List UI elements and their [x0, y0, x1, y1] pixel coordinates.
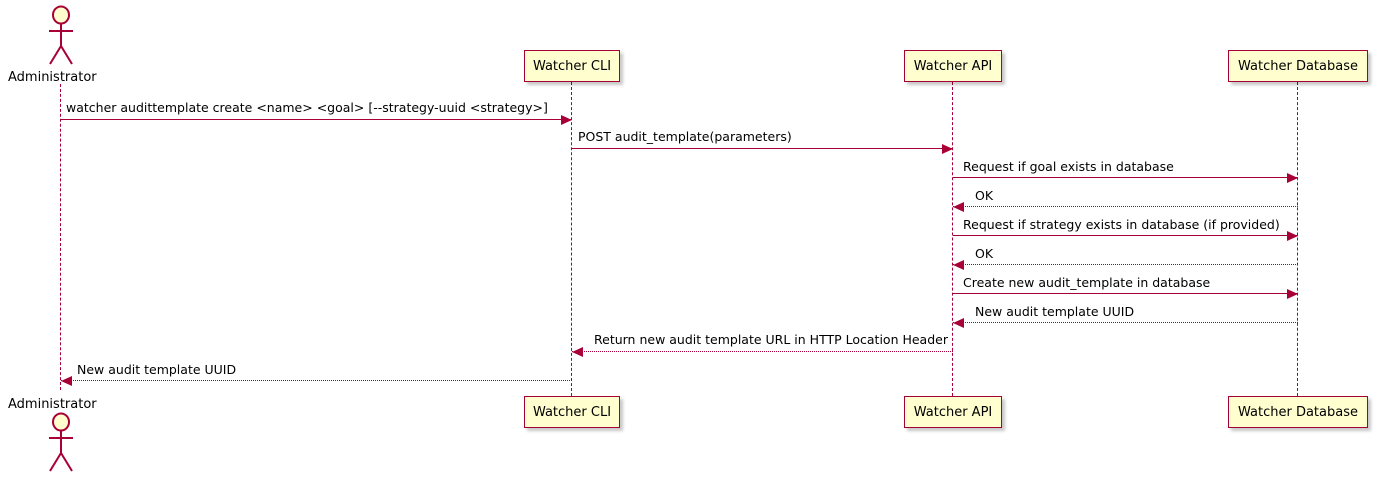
message-label-6: OK — [975, 246, 994, 261]
actor-label-top-administrator: Administrator — [8, 70, 97, 85]
message-line-9 — [572, 351, 953, 352]
message-label-8: New audit template UUID — [975, 304, 1135, 319]
message-label-9: Return new audit template URL in HTTP Lo… — [594, 332, 948, 347]
lifeline-watcher-cli — [571, 82, 572, 396]
message-arrowhead-9 — [572, 346, 583, 357]
message-label-2: POST audit_template(parameters) — [578, 129, 792, 144]
message-line-7 — [953, 293, 1298, 294]
message-line-4 — [953, 206, 1298, 207]
message-line-5 — [953, 235, 1298, 236]
message-line-6 — [953, 264, 1298, 265]
message-arrowhead-1 — [561, 114, 572, 125]
message-line-8 — [953, 322, 1298, 323]
actor-figure-top-administrator — [40, 5, 82, 71]
lifeline-watcher-api — [952, 82, 953, 396]
participant-box-bottom-watcher-database[interactable]: Watcher Database — [1228, 396, 1368, 428]
message-arrowhead-10 — [61, 375, 72, 386]
message-arrowhead-5 — [1287, 230, 1298, 241]
message-arrowhead-6 — [953, 259, 964, 270]
message-label-10: New audit template UUID — [77, 362, 237, 377]
participant-box-top-watcher-api[interactable]: Watcher API — [904, 50, 1002, 82]
actor-figure-bottom-administrator — [40, 412, 82, 478]
participant-box-top-watcher-cli[interactable]: Watcher CLI — [524, 50, 620, 82]
message-arrowhead-7 — [1287, 288, 1298, 299]
message-label-4: OK — [975, 188, 994, 203]
message-line-2 — [572, 148, 953, 149]
actor-label-bottom-administrator: Administrator — [8, 397, 97, 412]
message-label-1: watcher audittemplate create <name> <goa… — [66, 100, 548, 115]
participant-box-bottom-watcher-cli[interactable]: Watcher CLI — [524, 396, 620, 428]
message-arrowhead-8 — [953, 317, 964, 328]
participant-box-bottom-watcher-api[interactable]: Watcher API — [904, 396, 1002, 428]
message-label-5: Request if strategy exists in database (… — [963, 217, 1280, 232]
message-line-10 — [61, 380, 572, 381]
message-arrowhead-4 — [953, 201, 964, 212]
message-line-3 — [953, 177, 1298, 178]
message-label-7: Create new audit_template in database — [963, 275, 1211, 290]
participant-box-top-watcher-database[interactable]: Watcher Database — [1228, 50, 1368, 82]
message-label-3: Request if goal exists in database — [963, 159, 1174, 174]
lifeline-administrator — [60, 84, 61, 390]
message-line-1 — [61, 119, 572, 120]
message-arrowhead-2 — [942, 143, 953, 154]
message-arrowhead-3 — [1287, 172, 1298, 183]
